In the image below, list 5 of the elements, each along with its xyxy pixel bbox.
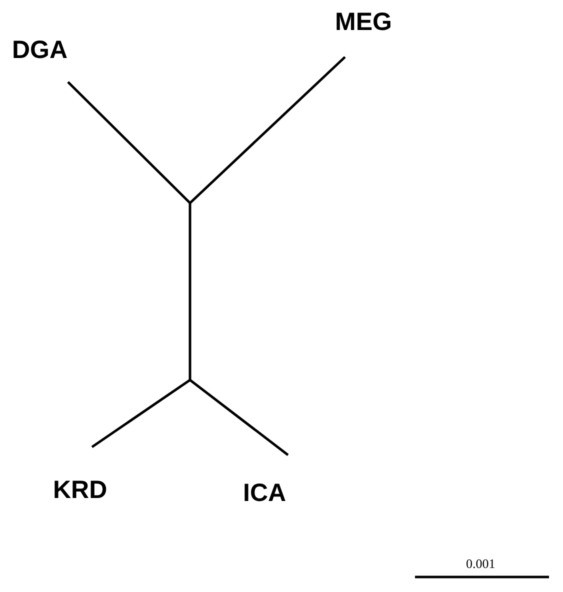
taxon-label: DGA: [12, 36, 68, 64]
taxon-label: KRD: [53, 476, 108, 504]
taxon-label: ICA: [243, 479, 286, 507]
scale-label: 0.001: [466, 556, 496, 571]
taxon-label: MEG: [335, 8, 392, 36]
